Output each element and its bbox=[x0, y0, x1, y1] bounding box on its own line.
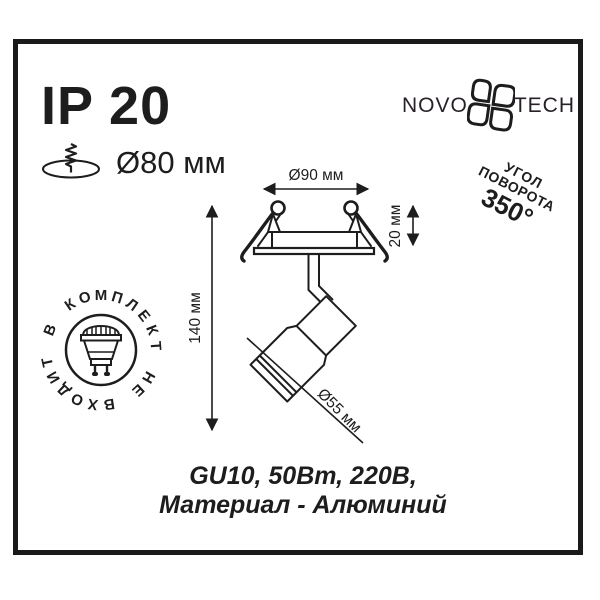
outer-border-frame: IP 20 Ø80 мм NOVO TECH УГОЛ ПОВОРОТА 350… bbox=[13, 39, 583, 555]
dim-depth-label: 20 мм bbox=[387, 205, 404, 248]
stamp-ring-char: Е bbox=[134, 307, 154, 325]
stamp-ring-char: О bbox=[68, 389, 86, 410]
dim-height-label: 140 мм bbox=[187, 292, 204, 343]
stamp-ring-char: Д bbox=[54, 380, 74, 400]
trim-plate bbox=[252, 246, 376, 256]
stamp-ring-char: Н bbox=[138, 368, 158, 386]
rotation-angle-note: УГОЛ ПОВОРОТА 350° bbox=[444, 140, 584, 249]
footer-specs-line: GU10, 50Вт, 220В, bbox=[189, 462, 417, 490]
recessed-mount-icon bbox=[42, 143, 100, 179]
stamp-ring-char: В bbox=[102, 395, 115, 413]
stamp-ring-char: М bbox=[95, 287, 108, 304]
stamp-ring-char: Л bbox=[123, 295, 141, 315]
stamp-ring-char: П bbox=[109, 288, 124, 307]
dim-head-diameter-label: Ø55 мм bbox=[314, 385, 365, 436]
logo-text-left: NOVO bbox=[402, 94, 468, 117]
cutout-diameter-label: Ø80 мм bbox=[116, 145, 226, 180]
dim-top-diameter-label: Ø90 мм bbox=[289, 167, 344, 184]
stamp-inner-circle bbox=[64, 313, 138, 387]
recessed-can bbox=[271, 231, 358, 249]
stamp-ring-char: Т bbox=[147, 341, 165, 351]
cutout-diameter-row: Ø80 мм bbox=[40, 140, 226, 180]
stamp-ring-char: В bbox=[40, 322, 60, 338]
logo-text-right: TECH bbox=[513, 94, 576, 117]
spot-head bbox=[249, 295, 357, 403]
stamp-ring-char: К bbox=[142, 323, 161, 339]
spring-clip-right bbox=[343, 200, 389, 263]
technical-drawing: 140 мм Ø90 мм 20 мм bbox=[187, 167, 420, 444]
novotech-flower-icon bbox=[466, 78, 515, 132]
dim-line-head-diameter bbox=[246, 337, 364, 444]
spring-clip-left bbox=[240, 200, 286, 263]
brand-logo: NOVO TECH bbox=[402, 78, 575, 134]
stamp-ring-char: К bbox=[62, 295, 80, 315]
stamp-ring-char: Х bbox=[87, 395, 99, 413]
stamp-ring-char: Т bbox=[39, 356, 58, 369]
stamp-ring-char: Е bbox=[129, 380, 148, 399]
stamp-ring-char: О bbox=[77, 288, 93, 308]
stamp-ring-char: И bbox=[44, 368, 64, 386]
footer-material-line: Материал - Алюминий bbox=[159, 491, 447, 519]
gu10-lamp-icon bbox=[80, 325, 122, 376]
ip-rating-label: IP 20 bbox=[41, 76, 172, 136]
